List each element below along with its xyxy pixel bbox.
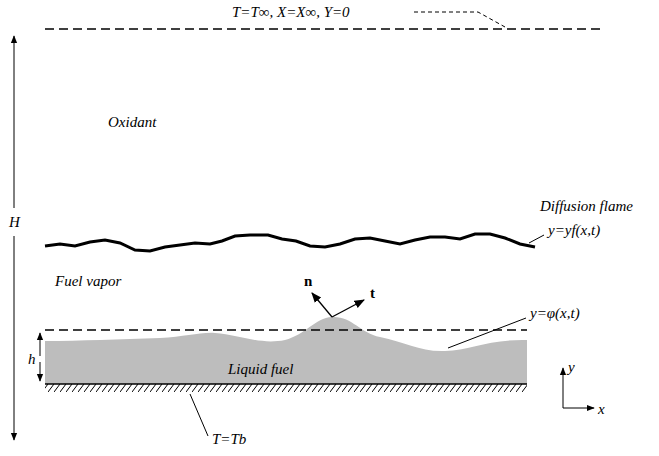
region-label: Oxidant xyxy=(108,113,156,131)
leader-line xyxy=(190,394,208,436)
boundary-condition: T=T∞, X=X∞, Y=0 xyxy=(232,3,350,21)
tangent-vector xyxy=(332,300,364,317)
normal-vector xyxy=(312,293,332,317)
flame-equation: y=yf(x,t) xyxy=(548,221,600,239)
vector-label: t xyxy=(370,284,375,302)
dimension-label: H xyxy=(9,213,20,231)
region-label: Fuel vapor xyxy=(55,272,121,290)
surface-equation: y=φ(x,t) xyxy=(530,304,580,322)
axis-label: y xyxy=(568,358,575,376)
dimension-arrow xyxy=(14,236,15,440)
top-boundary xyxy=(45,28,600,30)
hatched-wall xyxy=(45,384,527,392)
region-label: Liquid fuel xyxy=(228,360,293,378)
leader-line xyxy=(529,235,544,243)
flame-label: Diffusion flame xyxy=(540,197,633,215)
vector-label: n xyxy=(304,272,312,290)
dimension-arrow xyxy=(40,362,41,381)
leader-line xyxy=(414,12,505,27)
bottom-wall xyxy=(45,383,527,384)
mean-surface xyxy=(45,329,527,330)
axis-arrow xyxy=(563,408,594,409)
liquid-layer xyxy=(45,317,527,384)
dimension-arrow xyxy=(40,333,41,356)
axis-label: x xyxy=(598,400,605,418)
dimension-arrow xyxy=(14,36,15,208)
leader-line xyxy=(448,318,526,348)
axis-arrow xyxy=(563,368,564,408)
flame-front xyxy=(45,234,535,251)
boundary-condition: T=Tb xyxy=(212,430,246,448)
dimension-label: h xyxy=(28,350,36,368)
